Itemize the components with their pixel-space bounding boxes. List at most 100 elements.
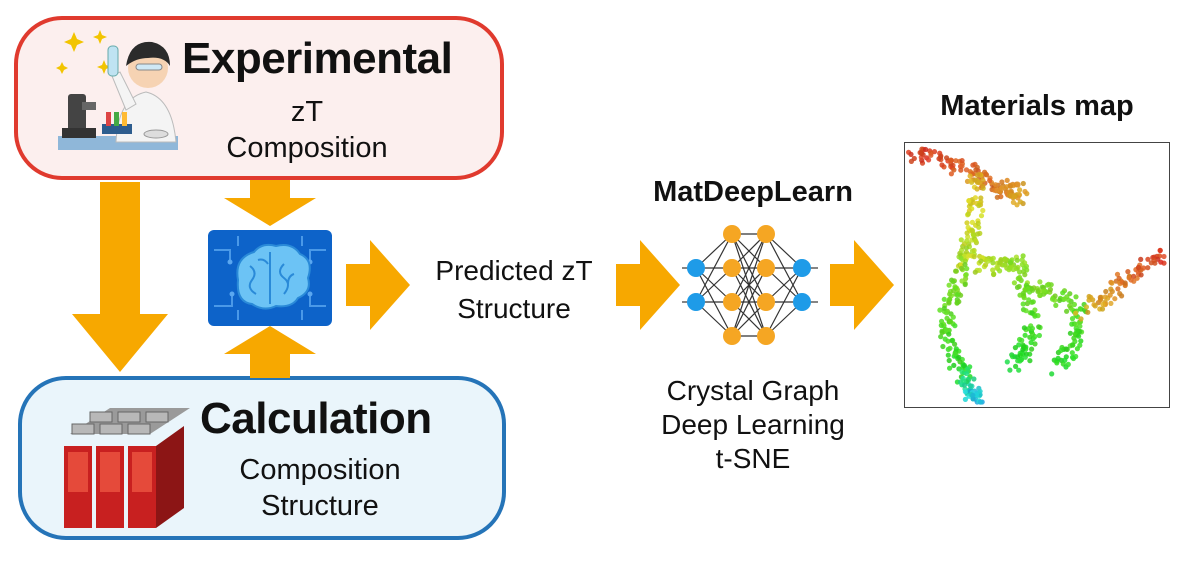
- map-point: [970, 392, 976, 398]
- map-point: [1017, 199, 1023, 205]
- map-point: [976, 267, 982, 273]
- map-point: [1014, 284, 1021, 290]
- map-point: [1010, 266, 1016, 273]
- map-point: [1037, 292, 1043, 298]
- map-point: [1012, 345, 1018, 351]
- map-point: [1070, 355, 1077, 362]
- map-point: [959, 158, 965, 164]
- map-point: [972, 195, 978, 201]
- materials-map-title: Materials map: [940, 90, 1134, 122]
- map-point: [1073, 310, 1079, 316]
- calculation-lines: Composition Structure: [204, 452, 436, 524]
- map-point: [950, 314, 956, 320]
- map-point: [1011, 280, 1017, 286]
- map-point: [1097, 294, 1103, 300]
- map-point: [1047, 286, 1053, 293]
- map-point: [1029, 310, 1035, 316]
- calculation-to-ai-arrow: [224, 326, 316, 378]
- supercomputer-icon: [64, 408, 190, 528]
- map-point: [1049, 296, 1056, 302]
- map-point: [1117, 291, 1123, 297]
- map-point: [1011, 194, 1017, 200]
- map-point: [1122, 280, 1128, 286]
- map-point: [954, 300, 960, 306]
- map-point: [1092, 303, 1098, 309]
- map-point: [1022, 332, 1028, 338]
- map-point: [938, 322, 944, 328]
- map-point: [1029, 331, 1036, 337]
- map-point: [918, 154, 924, 160]
- map-point: [946, 357, 952, 364]
- map-point: [972, 177, 978, 183]
- map-point: [1035, 288, 1041, 295]
- map-point: [1152, 260, 1158, 266]
- map-point: [1099, 306, 1106, 312]
- map-point: [947, 291, 953, 297]
- map-point: [1036, 332, 1042, 339]
- matdeeplearn-methods: Crystal Graph Deep Learning t-SNE: [628, 374, 878, 476]
- experimental-line-composition: Composition: [226, 132, 388, 164]
- map-point: [911, 155, 917, 162]
- map-point: [968, 178, 974, 184]
- map-point: [1017, 269, 1023, 275]
- calculation-title: Calculation: [200, 394, 432, 443]
- map-point: [1029, 287, 1036, 293]
- map-point: [964, 220, 970, 226]
- map-point: [962, 262, 968, 268]
- map-point: [961, 362, 967, 369]
- map-point: [990, 267, 996, 273]
- map-point: [1007, 367, 1013, 373]
- map-point: [1020, 253, 1026, 259]
- map-point: [1071, 301, 1077, 308]
- map-point: [948, 171, 954, 177]
- map-point: [997, 268, 1003, 274]
- map-point: [946, 331, 952, 337]
- map-point: [1019, 261, 1025, 268]
- map-point: [977, 399, 983, 405]
- map-point: [975, 220, 981, 226]
- map-point: [958, 255, 964, 261]
- map-point: [952, 323, 958, 329]
- map-point: [977, 388, 983, 394]
- map-point: [928, 152, 934, 158]
- map-point: [1007, 260, 1013, 266]
- map-point: [1020, 301, 1026, 307]
- map-point: [1074, 346, 1080, 352]
- map-point: [970, 162, 976, 168]
- map-point: [949, 338, 955, 344]
- map-point: [974, 186, 980, 192]
- map-point: [917, 150, 923, 156]
- map-point: [985, 258, 991, 264]
- map-point: [1037, 279, 1043, 285]
- map-point: [952, 351, 958, 357]
- map-point: [1017, 187, 1023, 193]
- method-tsne: t-SNE: [715, 443, 791, 474]
- map-point: [1069, 321, 1075, 327]
- map-point: [1074, 328, 1080, 334]
- map-point: [1027, 358, 1033, 364]
- ai-to-predicted-arrow: [346, 240, 410, 330]
- map-point: [1108, 300, 1114, 306]
- map-point: [1041, 288, 1047, 294]
- map-point: [1013, 363, 1019, 369]
- map-point: [964, 266, 970, 272]
- map-point: [962, 281, 968, 288]
- predicted-line-zt: Predicted zT: [435, 255, 593, 286]
- map-point: [1073, 321, 1079, 327]
- map-point: [1078, 316, 1084, 322]
- map-point: [1016, 367, 1022, 373]
- map-point: [983, 262, 989, 268]
- map-point: [1030, 299, 1036, 305]
- map-point: [1076, 333, 1082, 339]
- map-point: [983, 171, 989, 177]
- experimental-line-zt: zT: [290, 96, 324, 128]
- map-point: [1053, 302, 1059, 308]
- map-point: [941, 296, 947, 302]
- map-point: [953, 268, 959, 274]
- map-point: [1002, 256, 1008, 262]
- map-point: [997, 259, 1003, 265]
- matdeeplearn-title: MatDeepLearn: [653, 176, 853, 208]
- map-point: [1032, 341, 1038, 347]
- network-to-map-arrow: [830, 240, 894, 330]
- map-point: [1032, 313, 1038, 319]
